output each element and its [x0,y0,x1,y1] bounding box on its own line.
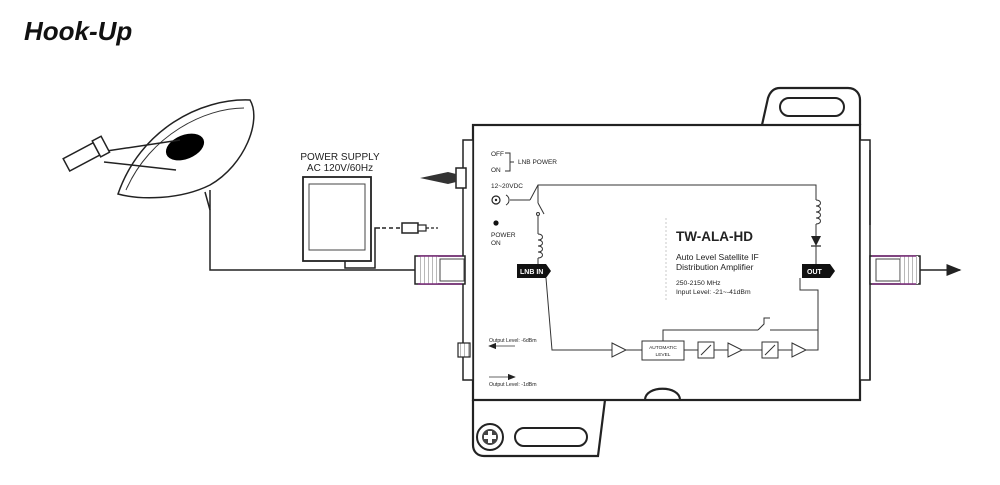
model-name: TW-ALA-HD [676,229,753,244]
switch-off-label: OFF [491,151,504,158]
input-f-connector [414,255,466,285]
power-supply-label-2: AC 120V/60Hz [307,163,373,174]
lnb-in-port-label: LNB IN [517,264,551,278]
output-level-lower: Output Level: -1dBm [489,382,537,388]
satellite-dish [62,99,255,211]
device-desc-1: Auto Level Satellite IF [676,252,759,262]
switch-on-label: ON [491,167,501,174]
output-level-upper: Output Level: -6dBm [489,338,537,344]
power-supply-label-1: POWER SUPPLY [300,152,380,163]
dc-plug [401,222,438,234]
coax-cable-dish [209,190,415,271]
page-title: Hook-Up [24,16,132,46]
level-knob[interactable] [457,342,471,358]
dc-input-label: 12~20VDC [491,183,523,190]
agc-label-1: AUTOMATIC [649,345,677,351]
svg-text:OUT: OUT [807,269,823,276]
power-on-label-2: ON [491,240,501,247]
spec-frequency: 250-2150 MHz [676,280,721,287]
lnb-power-toggle[interactable] [420,167,467,189]
amplifier-device: OFF ON LNB POWER 12~20VDC POWER ON [414,86,962,458]
power-led [493,220,499,226]
output-f-connector [869,255,921,285]
svg-text:LNB IN: LNB IN [520,269,543,276]
device-desc-2: Distribution Amplifier [676,262,754,272]
power-supply: POWER SUPPLY AC 120V/60Hz [300,152,380,262]
lnb-power-label: LNB POWER [518,159,557,166]
spec-input-level: Input Level: -21~-41dBm [676,289,751,296]
out-port-label: OUT [802,264,835,278]
agc-label-2: LEVEL [656,352,671,358]
power-on-label-1: POWER [491,232,516,239]
